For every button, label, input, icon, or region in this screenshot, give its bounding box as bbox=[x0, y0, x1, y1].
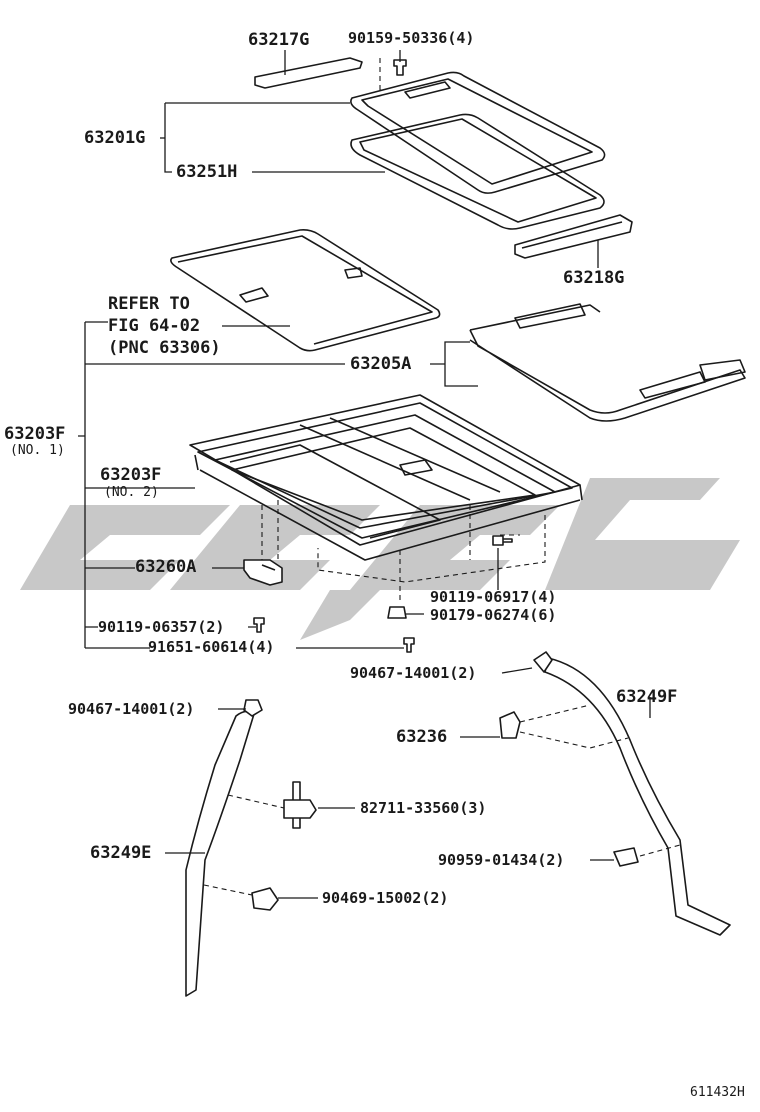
trim-strip-63217g bbox=[254, 57, 363, 89]
label-90119-06917: 90119-06917(4) bbox=[430, 588, 557, 606]
strip-63218g bbox=[514, 214, 633, 259]
clip-90469 bbox=[203, 884, 279, 911]
refer-line-2: FIG 64-02 bbox=[108, 316, 201, 336]
label-90469-15002: 90469-15002(2) bbox=[322, 889, 449, 907]
clamp-63236 bbox=[499, 704, 629, 749]
label-63260a: 63260A bbox=[135, 557, 197, 577]
weatherstrip-63251h bbox=[350, 113, 605, 230]
drain-hose-63249f bbox=[544, 657, 731, 936]
label-63203f-no1: 63203F bbox=[4, 424, 66, 444]
screw-91651 bbox=[403, 637, 415, 653]
label-63249e: 63249E bbox=[90, 843, 152, 863]
screw-90119-06357 bbox=[253, 617, 265, 633]
label-90159-50336: 90159-50336(4) bbox=[348, 29, 475, 47]
clip-90467-left bbox=[243, 699, 263, 717]
watermark-logo bbox=[20, 478, 740, 640]
label-no2: (NO. 2) bbox=[104, 485, 159, 500]
bolt-90119-06917 bbox=[492, 535, 513, 546]
housing-frame-63203f bbox=[189, 394, 583, 561]
label-63218g: 63218G bbox=[563, 268, 625, 288]
label-90467-14001-right: 90467-14001(2) bbox=[350, 664, 477, 682]
sunshade-panel bbox=[170, 229, 441, 352]
label-90467-14001-left: 90467-14001(2) bbox=[68, 700, 195, 718]
label-90179-06274: 90179-06274(6) bbox=[430, 606, 557, 624]
nut-90179 bbox=[387, 606, 407, 619]
bracket-63260a bbox=[243, 559, 283, 586]
refer-line-3: (PNC 63306) bbox=[108, 338, 221, 358]
label-63203f-no2: 63203F bbox=[100, 465, 162, 485]
drive-frame-63205a bbox=[469, 303, 746, 422]
label-82711-33560: 82711-33560(3) bbox=[360, 799, 487, 817]
phantom-lines bbox=[261, 500, 546, 600]
label-63251h: 63251H bbox=[176, 162, 238, 182]
glass-panel-63201g bbox=[350, 71, 606, 194]
label-91651-60614: 91651-60614(4) bbox=[148, 638, 275, 656]
label-90959-01434: 90959-01434(2) bbox=[438, 851, 565, 869]
refer-line-1: REFER TO bbox=[108, 294, 190, 314]
drain-hose-63249e bbox=[185, 710, 255, 997]
clip-90467-right bbox=[533, 651, 553, 673]
label-63236: 63236 bbox=[396, 727, 448, 747]
clip-90959 bbox=[613, 844, 681, 867]
label-63249f: 63249F bbox=[616, 687, 678, 707]
label-63201g: 63201G bbox=[84, 128, 146, 148]
label-63205a: 63205A bbox=[350, 354, 412, 374]
label-no1: (NO. 1) bbox=[10, 443, 65, 458]
figure-code: 611432H bbox=[690, 1085, 745, 1100]
clip-82711 bbox=[227, 781, 317, 829]
leader-lines bbox=[78, 50, 651, 899]
label-63217g: 63217G bbox=[248, 30, 310, 50]
label-90119-06357: 90119-06357(2) bbox=[98, 618, 225, 636]
